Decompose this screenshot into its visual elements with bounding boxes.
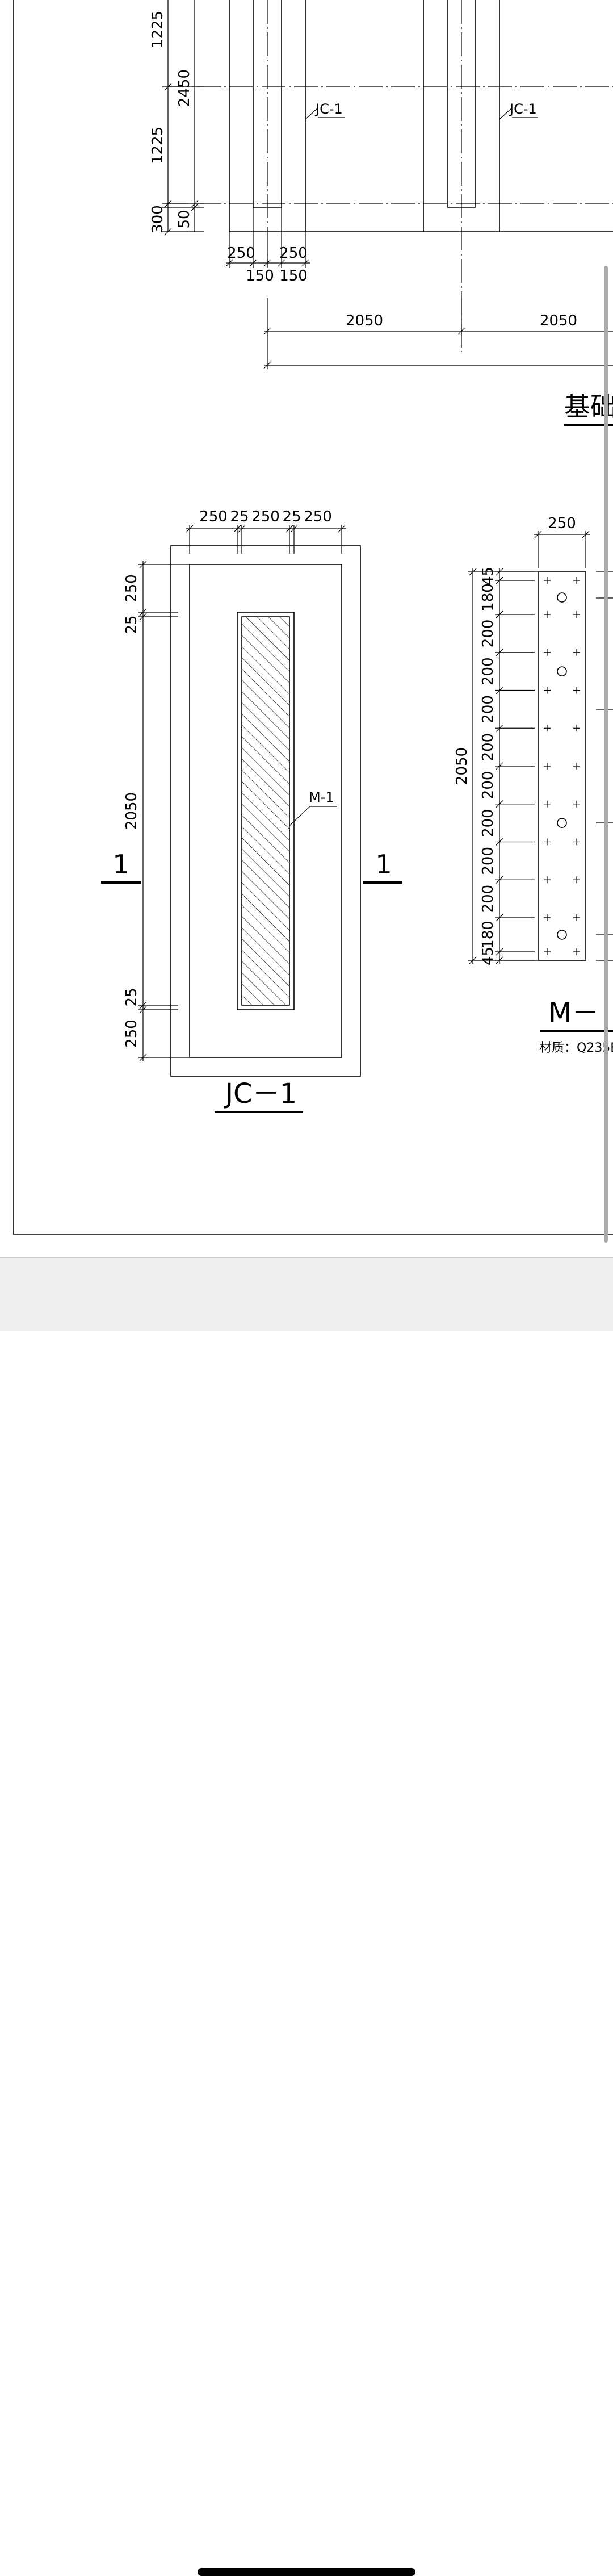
m1-chain-tick xyxy=(496,800,503,808)
jc1-dim-left-250-top: 250 xyxy=(123,574,140,603)
m1-chain-dim-label: 200 xyxy=(480,620,497,648)
plan-dim-150-left: 150 xyxy=(246,267,274,285)
plan-label-jc1-left: JC-1 xyxy=(314,101,343,117)
m1-chain-dim-label: 200 xyxy=(480,847,497,875)
jc1-dim-left-25-top: 25 xyxy=(123,615,140,634)
anchor-hole xyxy=(557,666,567,676)
m1-material: 材质：Q235B xyxy=(539,1041,613,1055)
m1-dim-total-2050: 2050 xyxy=(454,747,471,785)
m1-chain-dim-label: 180 xyxy=(480,921,497,949)
m1-chain-dim-label: 200 xyxy=(480,733,497,762)
plan-dim-2050-left: 2050 xyxy=(346,312,383,329)
m1-title-partial: M－ xyxy=(548,997,599,1029)
section-mark-right: 1 xyxy=(375,849,392,880)
m1-chain-tick xyxy=(496,838,503,846)
section-mark-left: 1 xyxy=(112,849,129,880)
m1-detail: 250 2050 4518020020020020020020020020018… xyxy=(454,515,613,1055)
m1-plate-outline xyxy=(237,612,295,1010)
m1-chain-dim-label: 45 xyxy=(480,567,497,586)
m1-chain-tick xyxy=(496,687,503,694)
plan-dim-300: 300 xyxy=(149,205,166,233)
m1-plate-rect xyxy=(538,571,586,961)
m1-chain-tick xyxy=(496,876,503,884)
jc1-dim-top-250-a: 250 xyxy=(199,508,228,525)
plan-dim-1225-top: 1225 xyxy=(149,11,166,48)
m1-bolt-pattern xyxy=(544,577,580,955)
plan-dim-50: 50 xyxy=(176,210,193,228)
anchor-hole xyxy=(557,592,567,603)
anchor-hole xyxy=(557,818,567,828)
m1-chain-dim-label: 200 xyxy=(480,809,497,837)
bottom-bar xyxy=(0,1257,613,2576)
m1-chain-tick xyxy=(496,568,503,576)
vertical-scrollbar[interactable] xyxy=(604,266,608,1243)
m1-chain-tick xyxy=(496,948,503,956)
m1-chain-tick xyxy=(496,956,503,964)
m1-chain-dim-label: 180 xyxy=(480,583,497,612)
m1-chain-dim-label: 45 xyxy=(480,947,497,965)
anchor-hole xyxy=(557,930,567,940)
m1-chain-tick xyxy=(496,649,503,656)
plan-dim-250-left: 250 xyxy=(227,245,255,262)
jc1-dim-top-250-b: 250 xyxy=(251,508,280,525)
m1-hatched-plate xyxy=(241,616,290,1006)
plan-dim-150-right: 150 xyxy=(279,267,308,285)
m1-chain-tick xyxy=(496,576,503,584)
cad-drawing[interactable]: 1225 2450 1225 300 50 JC-1 JC-1 250 250 … xyxy=(0,0,613,1257)
m1-chain-tick xyxy=(496,610,503,618)
jc1-outer-rect xyxy=(170,545,361,1077)
plan-dim-2450: 2450 xyxy=(176,69,193,107)
foundation-plan: 1225 2450 1225 300 50 JC-1 JC-1 250 250 … xyxy=(149,0,613,426)
m1-chain-dim-label: 200 xyxy=(480,695,497,724)
jc1-inner-rect xyxy=(189,564,342,1058)
plan-dim-1225-bottom: 1225 xyxy=(149,127,166,164)
m1-chain-tick xyxy=(496,914,503,922)
m1-chain-dim-label: 200 xyxy=(480,771,497,800)
plan-dim-2050-right: 2050 xyxy=(540,312,577,329)
jc1-title: JC－1 xyxy=(224,1078,297,1110)
home-indicator[interactable] xyxy=(198,2568,415,2576)
drawing-viewer[interactable]: 1225 2450 1225 300 50 JC-1 JC-1 250 250 … xyxy=(0,0,613,1330)
m1-chain-dim-label: 200 xyxy=(480,885,497,913)
jc1-dim-top-25-b: 25 xyxy=(282,508,301,525)
plan-dim-250-right: 250 xyxy=(279,245,308,262)
m1-chain-tick xyxy=(496,762,503,770)
plan-label-jc1-right: JC-1 xyxy=(509,101,537,117)
jc1-dim-top-25-a: 25 xyxy=(230,508,249,525)
jc1-dim-left-250-bottom: 250 xyxy=(123,1019,140,1048)
jc1-detail: 250 25 250 25 250 250 25 2050 25 250 1 1… xyxy=(101,508,402,1113)
m1-dim-width-250: 250 xyxy=(548,515,576,532)
jc1-dim-left-2050: 2050 xyxy=(123,792,140,830)
jc1-label-m1: M-1 xyxy=(309,789,334,805)
m1-chain-dim-label: 200 xyxy=(480,657,497,685)
jc1-dim-top-250-c: 250 xyxy=(304,508,332,525)
jc1-dim-left-25-bottom: 25 xyxy=(123,988,140,1006)
m1-chain-tick xyxy=(496,724,503,732)
